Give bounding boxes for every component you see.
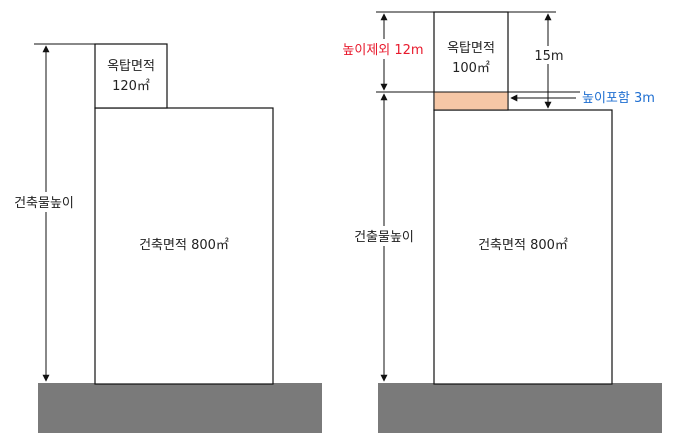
- left-diagram: 옥탑면적 120㎡ 건축면적 800㎡ 건축물높이: [4, 43, 322, 433]
- right-excluded-label: 높이제외 12m: [342, 43, 423, 58]
- right-building: [433, 109, 613, 385]
- left-ground: [38, 383, 322, 433]
- right-ground: [378, 383, 662, 433]
- right-diagram: 옥탑면적 100㎡ 건축면적 800㎡ 높이제외 12m 건출물높이 15m 높…: [338, 11, 662, 433]
- left-height-label: 건축물높이: [14, 196, 74, 211]
- left-rooftop: [94, 43, 168, 109]
- right-height-label: 건출물높이: [354, 230, 414, 245]
- left-height-label-bg: [4, 192, 84, 212]
- right-included-label: 높이포함 3m: [582, 91, 655, 106]
- left-building-area: 건축면적 800㎡: [139, 238, 229, 253]
- left-rooftop-area: 120㎡: [112, 79, 150, 94]
- right-building-area: 건축면적 800㎡: [478, 238, 568, 253]
- right-rooftop-area: 100㎡: [452, 61, 490, 76]
- right-rooftop-title: 옥탑면적: [447, 41, 495, 56]
- right-rooftop-height-label: 15m: [534, 49, 563, 64]
- right-included-zone: [434, 92, 508, 110]
- right-excluded-label-bg: [338, 39, 430, 59]
- left-building: [94, 107, 274, 385]
- right-rooftop-height-bg: [530, 46, 568, 64]
- right-height-label-bg: [346, 226, 422, 246]
- left-rooftop-title: 옥탑면적: [107, 59, 155, 74]
